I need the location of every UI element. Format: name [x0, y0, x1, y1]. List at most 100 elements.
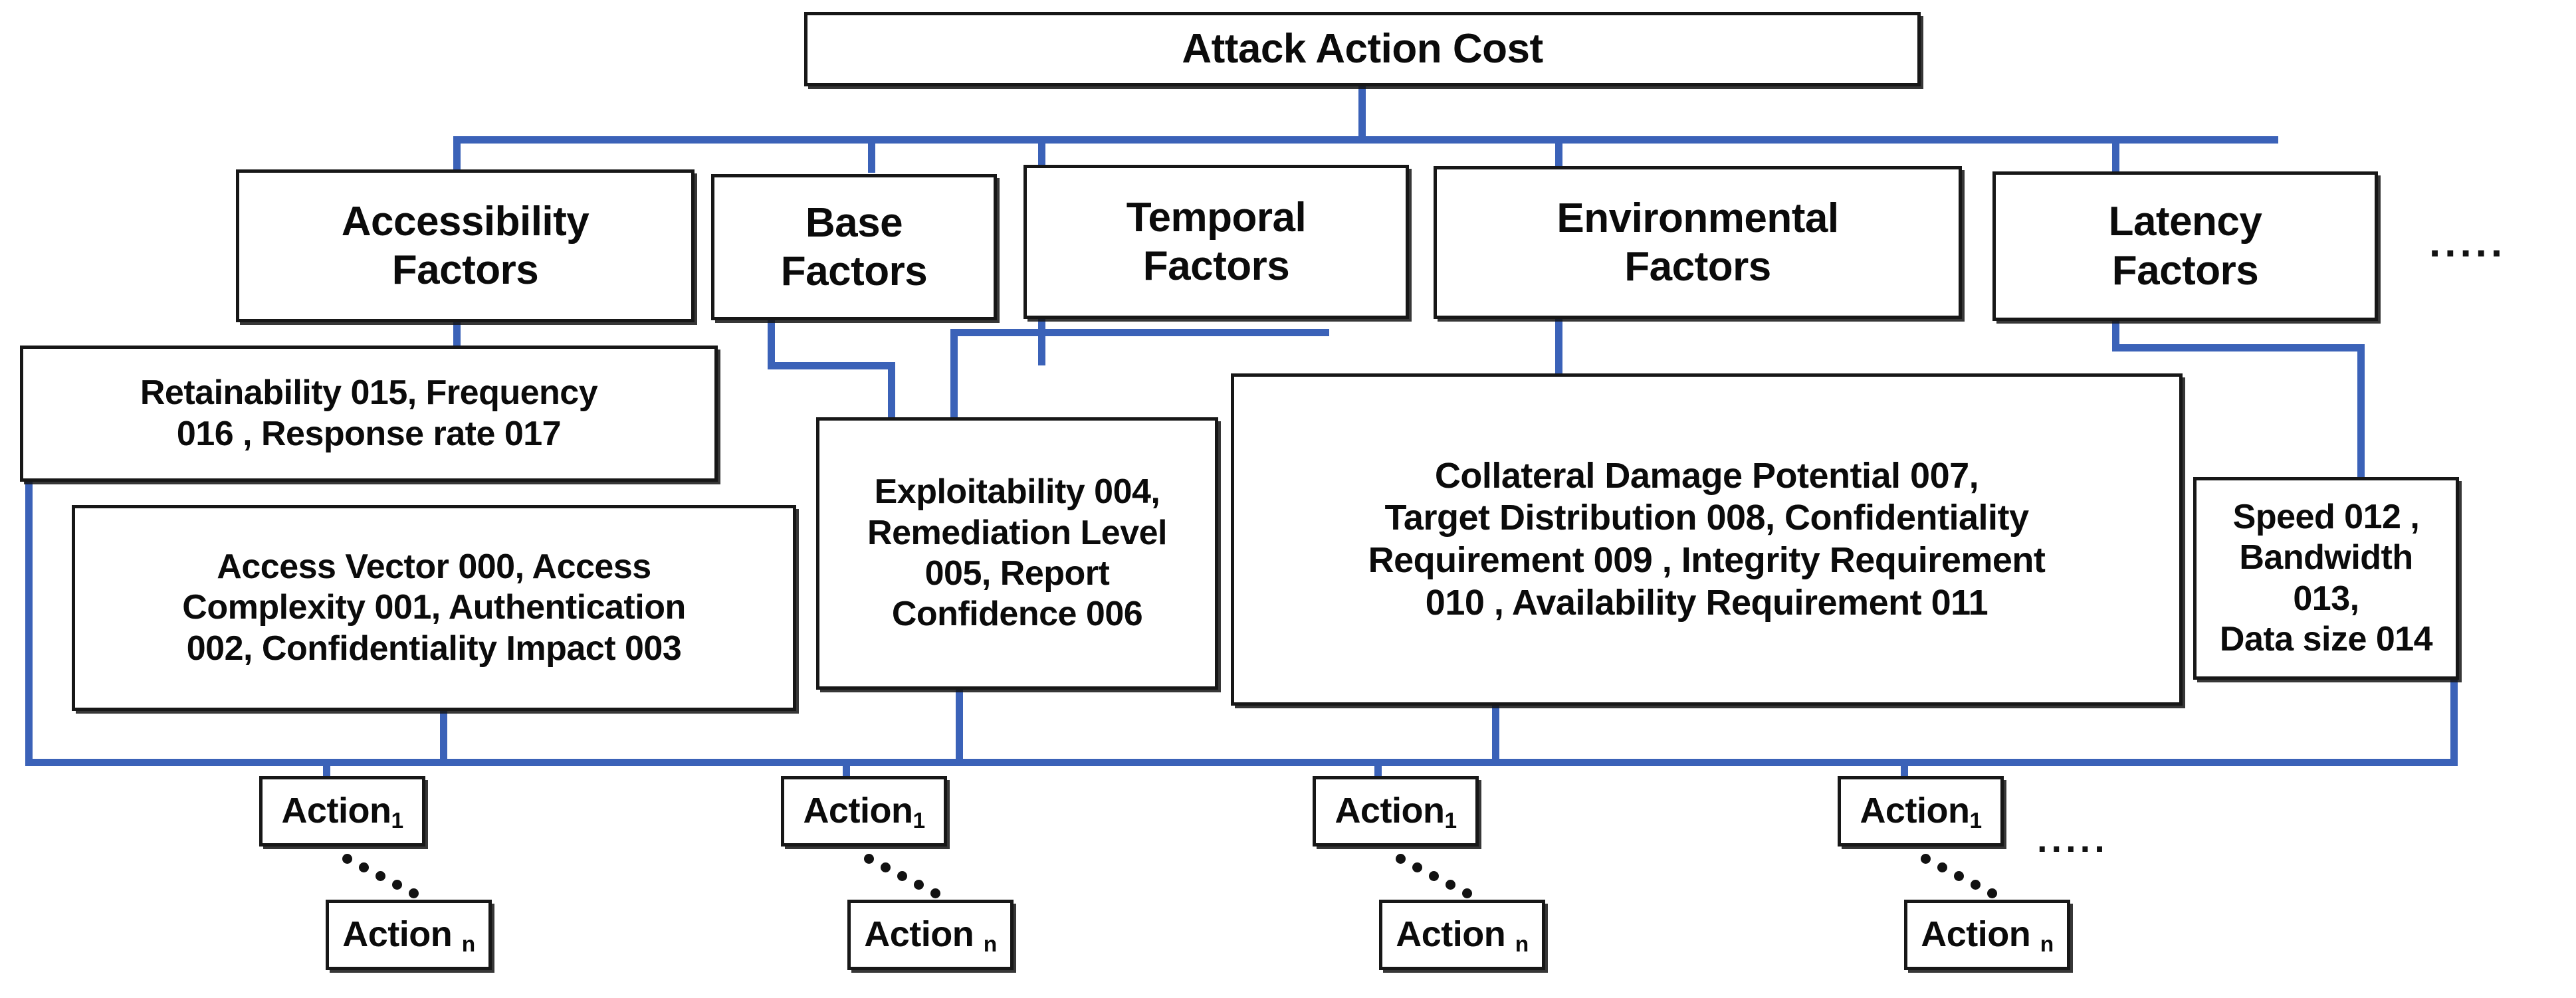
node-environmental-factors[interactable]: Environmental Factors [1434, 166, 1962, 319]
connector-bus-to-action-3 [1374, 759, 1382, 779]
action-last-2-label: Action [864, 914, 974, 955]
node-environmental-details[interactable]: Collateral Damage Potential 007, Target … [1231, 373, 2183, 706]
node-action-last-4[interactable]: Action n [1904, 900, 2070, 970]
environmental-detail-line-1: Collateral Damage Potential 007, [1434, 455, 1979, 496]
temporal-detail-line-4: Confidence 006 [891, 595, 1143, 634]
node-environmental-factors-label: Environmental Factors [1437, 194, 1959, 291]
connector-bus-to-temporal [1038, 136, 1045, 173]
connector-bus-to-base [868, 136, 875, 173]
connector-latency-horizontal [2112, 344, 2365, 351]
accessibility-line-2: Factors [391, 247, 539, 293]
connector-accessibility-detail-down [25, 480, 33, 765]
latency-line-2: Factors [2111, 247, 2259, 294]
connector-bus-to-accessibility [453, 136, 461, 173]
connector-environmental-detail-down [1492, 704, 1499, 761]
connector-bus-to-latency [2112, 136, 2119, 173]
node-action-last-1[interactable]: Action n [326, 900, 492, 970]
connector-environmental-down [1555, 319, 1562, 375]
connector-action-bus [25, 759, 2458, 766]
action-last-2-subscript: n [983, 932, 997, 957]
temporal-line-1: Temporal [1126, 194, 1307, 241]
node-base-details-label: Access Vector 000, Access Complexity 001… [75, 547, 793, 669]
action-last-4-subscript: n [2040, 932, 2054, 957]
temporal-detail-line-1: Exploitability 004, [874, 472, 1160, 512]
action-first-2-subscript: 1 [912, 808, 925, 833]
action-first-1-subscript: 1 [391, 808, 403, 833]
connector-bus-to-action-1 [323, 759, 330, 779]
node-accessibility-details-label: Retainability 015, Frequency 016 , Respo… [23, 373, 714, 454]
action-last-1-subscript: n [461, 932, 475, 957]
latency-detail-line-3: Data size 014 [2219, 619, 2433, 658]
node-accessibility-factors-label: Accessibility Factors [239, 197, 691, 294]
connector-temporal-down [1038, 319, 1045, 365]
node-action-first-4[interactable]: Action1 [1838, 776, 2004, 847]
node-temporal-factors-label: Temporal Factors [1027, 193, 1406, 290]
node-latency-factors[interactable]: Latency Factors [1992, 171, 2378, 321]
action-first-3-subscript: 1 [1444, 808, 1457, 833]
connector-category-bus [453, 136, 2278, 144]
dotted-connector-1 [342, 854, 429, 900]
temporal-detail-line-3: 005, Report [924, 554, 1110, 593]
connector-temporal-horizontal [950, 329, 1329, 336]
node-base-factors-label: Base Factors [714, 199, 994, 296]
action-first-1-label: Action [281, 791, 391, 831]
node-base-factors[interactable]: Base Factors [711, 174, 997, 320]
connector-base-down [768, 319, 775, 365]
action-first-4-label: Action [1860, 791, 1970, 831]
environmental-detail-line-3: Requirement 009 , Integrity Requirement [1368, 540, 2046, 580]
accessibility-detail-line-1: Retainability 015, Frequency [140, 373, 598, 413]
latency-line-1: Latency [2108, 199, 2262, 245]
environmental-line-2: Factors [1624, 244, 1771, 290]
action-first-3-label: Action [1335, 791, 1445, 831]
node-latency-details[interactable]: Speed 012 , Bandwidth 013, Data size 014 [2193, 477, 2459, 680]
category-overflow-ellipsis: ..... [2429, 220, 2507, 266]
connector-base-horizontal [768, 362, 895, 369]
environmental-line-1: Environmental [1556, 195, 1839, 241]
node-temporal-factors[interactable]: Temporal Factors [1023, 165, 1409, 319]
latency-detail-line-2: Bandwidth 013, [2239, 538, 2413, 618]
node-action-last-3[interactable]: Action n [1379, 900, 1545, 970]
node-attack-action-cost-label: Attack Action Cost [1182, 26, 1543, 72]
temporal-line-2: Factors [1142, 243, 1290, 289]
connector-temporal-detail-down [956, 684, 963, 761]
node-latency-details-label: Speed 012 , Bandwidth 013, Data size 014 [2197, 497, 2456, 660]
environmental-detail-line-2: Target Distribution 008, Confidentiality [1384, 498, 2029, 538]
base-line-2: Factors [780, 249, 928, 294]
node-accessibility-factors[interactable]: Accessibility Factors [236, 169, 695, 322]
node-accessibility-details[interactable]: Retainability 015, Frequency 016 , Respo… [20, 346, 718, 482]
latency-detail-line-1: Speed 012 , [2232, 497, 2420, 536]
node-attack-action-cost[interactable]: Attack Action Cost [804, 12, 1921, 86]
accessibility-detail-line-2: 016 , Response rate 017 [176, 414, 562, 453]
connector-latency-detail-down [2450, 679, 2458, 761]
connector-accessibility-down [453, 319, 461, 349]
environmental-detail-line-4: 010 , Availability Requirement 011 [1425, 582, 1988, 623]
action-last-1-label: Action [342, 914, 453, 955]
connector-latency-down [2112, 319, 2119, 349]
base-detail-line-1: Access Vector 000, Access [217, 547, 651, 586]
connector-bus-to-action-4 [1901, 759, 1908, 779]
node-environmental-details-label: Collateral Damage Potential 007, Target … [1234, 455, 2179, 625]
dotted-connector-3 [1396, 854, 1482, 900]
node-latency-factors-label: Latency Factors [1996, 197, 2375, 294]
node-action-first-3[interactable]: Action1 [1313, 776, 1479, 847]
connector-bus-to-environmental [1555, 136, 1562, 173]
action-last-4-label: Action [1921, 914, 2031, 955]
connector-root-stem [1358, 85, 1366, 141]
connector-latency-to-detail [2357, 344, 2365, 480]
connector-base-detail-down [440, 704, 447, 761]
connector-temporal-to-detail [950, 329, 958, 419]
node-base-details[interactable]: Access Vector 000, Access Complexity 001… [72, 505, 796, 711]
node-action-first-1[interactable]: Action1 [259, 776, 425, 847]
dotted-connector-2 [864, 854, 950, 900]
connector-bus-to-action-2 [843, 759, 850, 779]
action-first-4-subscript: 1 [1969, 808, 1982, 833]
node-action-last-2[interactable]: Action n [847, 900, 1014, 970]
base-detail-line-2: Complexity 001, Authentication [182, 588, 686, 627]
node-temporal-details-label: Exploitability 004, Remediation Level 00… [819, 472, 1215, 635]
action-last-3-subscript: n [1515, 932, 1529, 957]
action-first-2-label: Action [803, 791, 913, 831]
node-action-first-2[interactable]: Action1 [781, 776, 947, 847]
action-last-3-label: Action [1396, 914, 1506, 955]
node-temporal-details[interactable]: Exploitability 004, Remediation Level 00… [816, 417, 1218, 690]
